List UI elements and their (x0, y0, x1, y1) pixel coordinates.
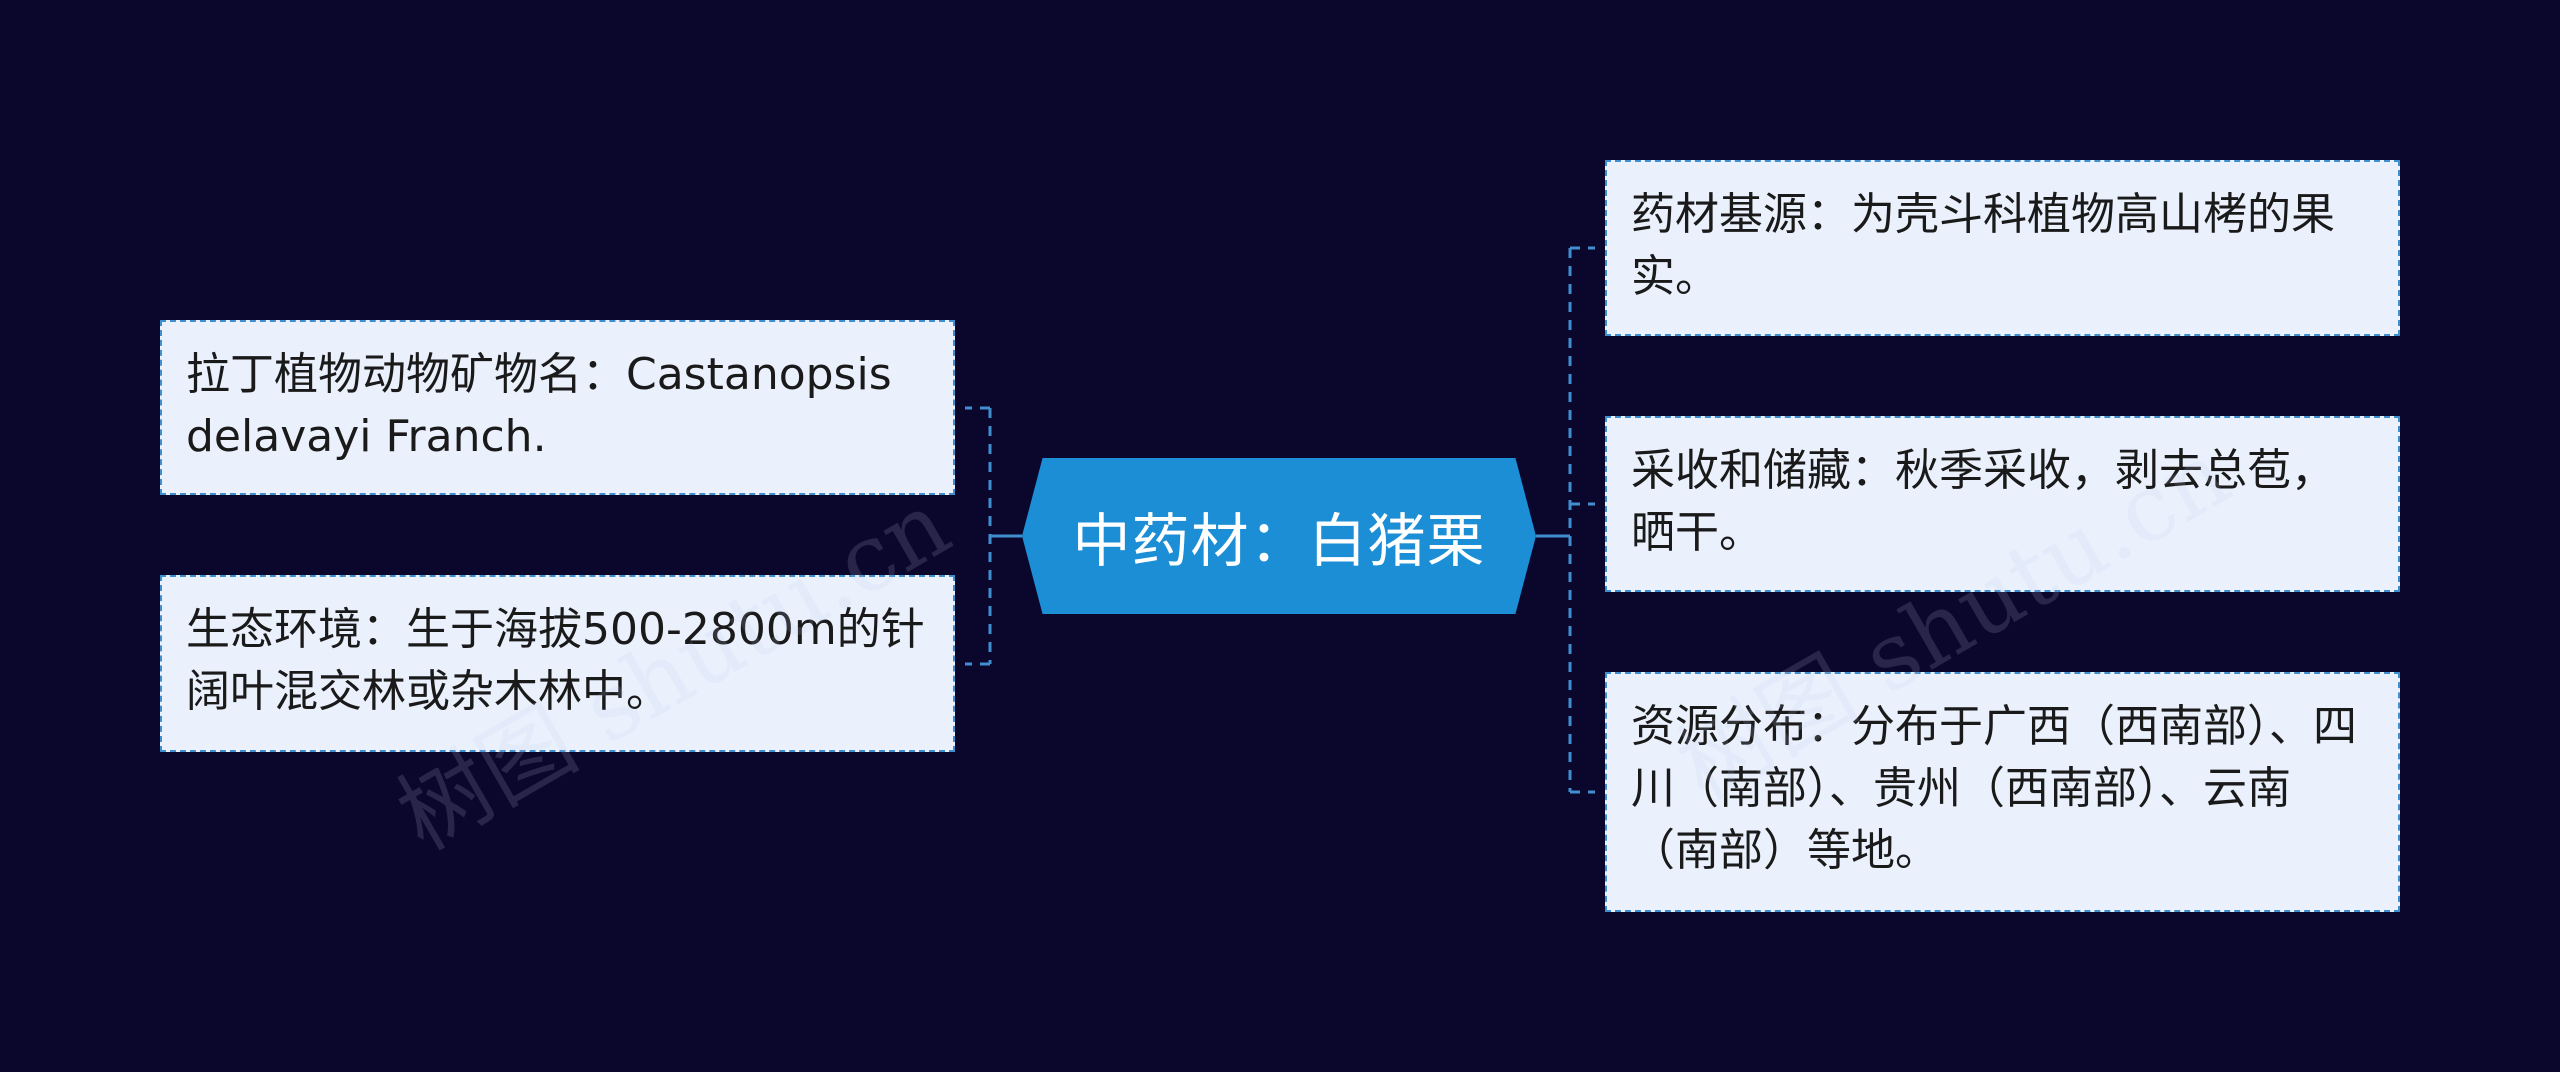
topic-source[interactable]: 药材基源：为壳斗科植物高山栲的果实。 (1605, 160, 2400, 336)
topic-habitat[interactable]: 生态环境：生于海拔500-2800m的针阔叶混交林或杂木林中。 (160, 575, 955, 752)
topic-latin-name[interactable]: 拉丁植物动物矿物名：Castanopsis delavayi Franch. (160, 320, 955, 495)
center-topic-label: 中药材：白猪栗 (1072, 507, 1486, 575)
center-topic[interactable]: 中药材：白猪栗 (1022, 458, 1536, 614)
topic-harvest-storage[interactable]: 采收和储藏：秋季采收，剥去总苞，晒干。 (1605, 416, 2400, 592)
topic-distribution[interactable]: 资源分布：分布于广西（西南部）、四川（南部）、贵州（西南部）、云南（南部）等地。 (1605, 672, 2400, 912)
